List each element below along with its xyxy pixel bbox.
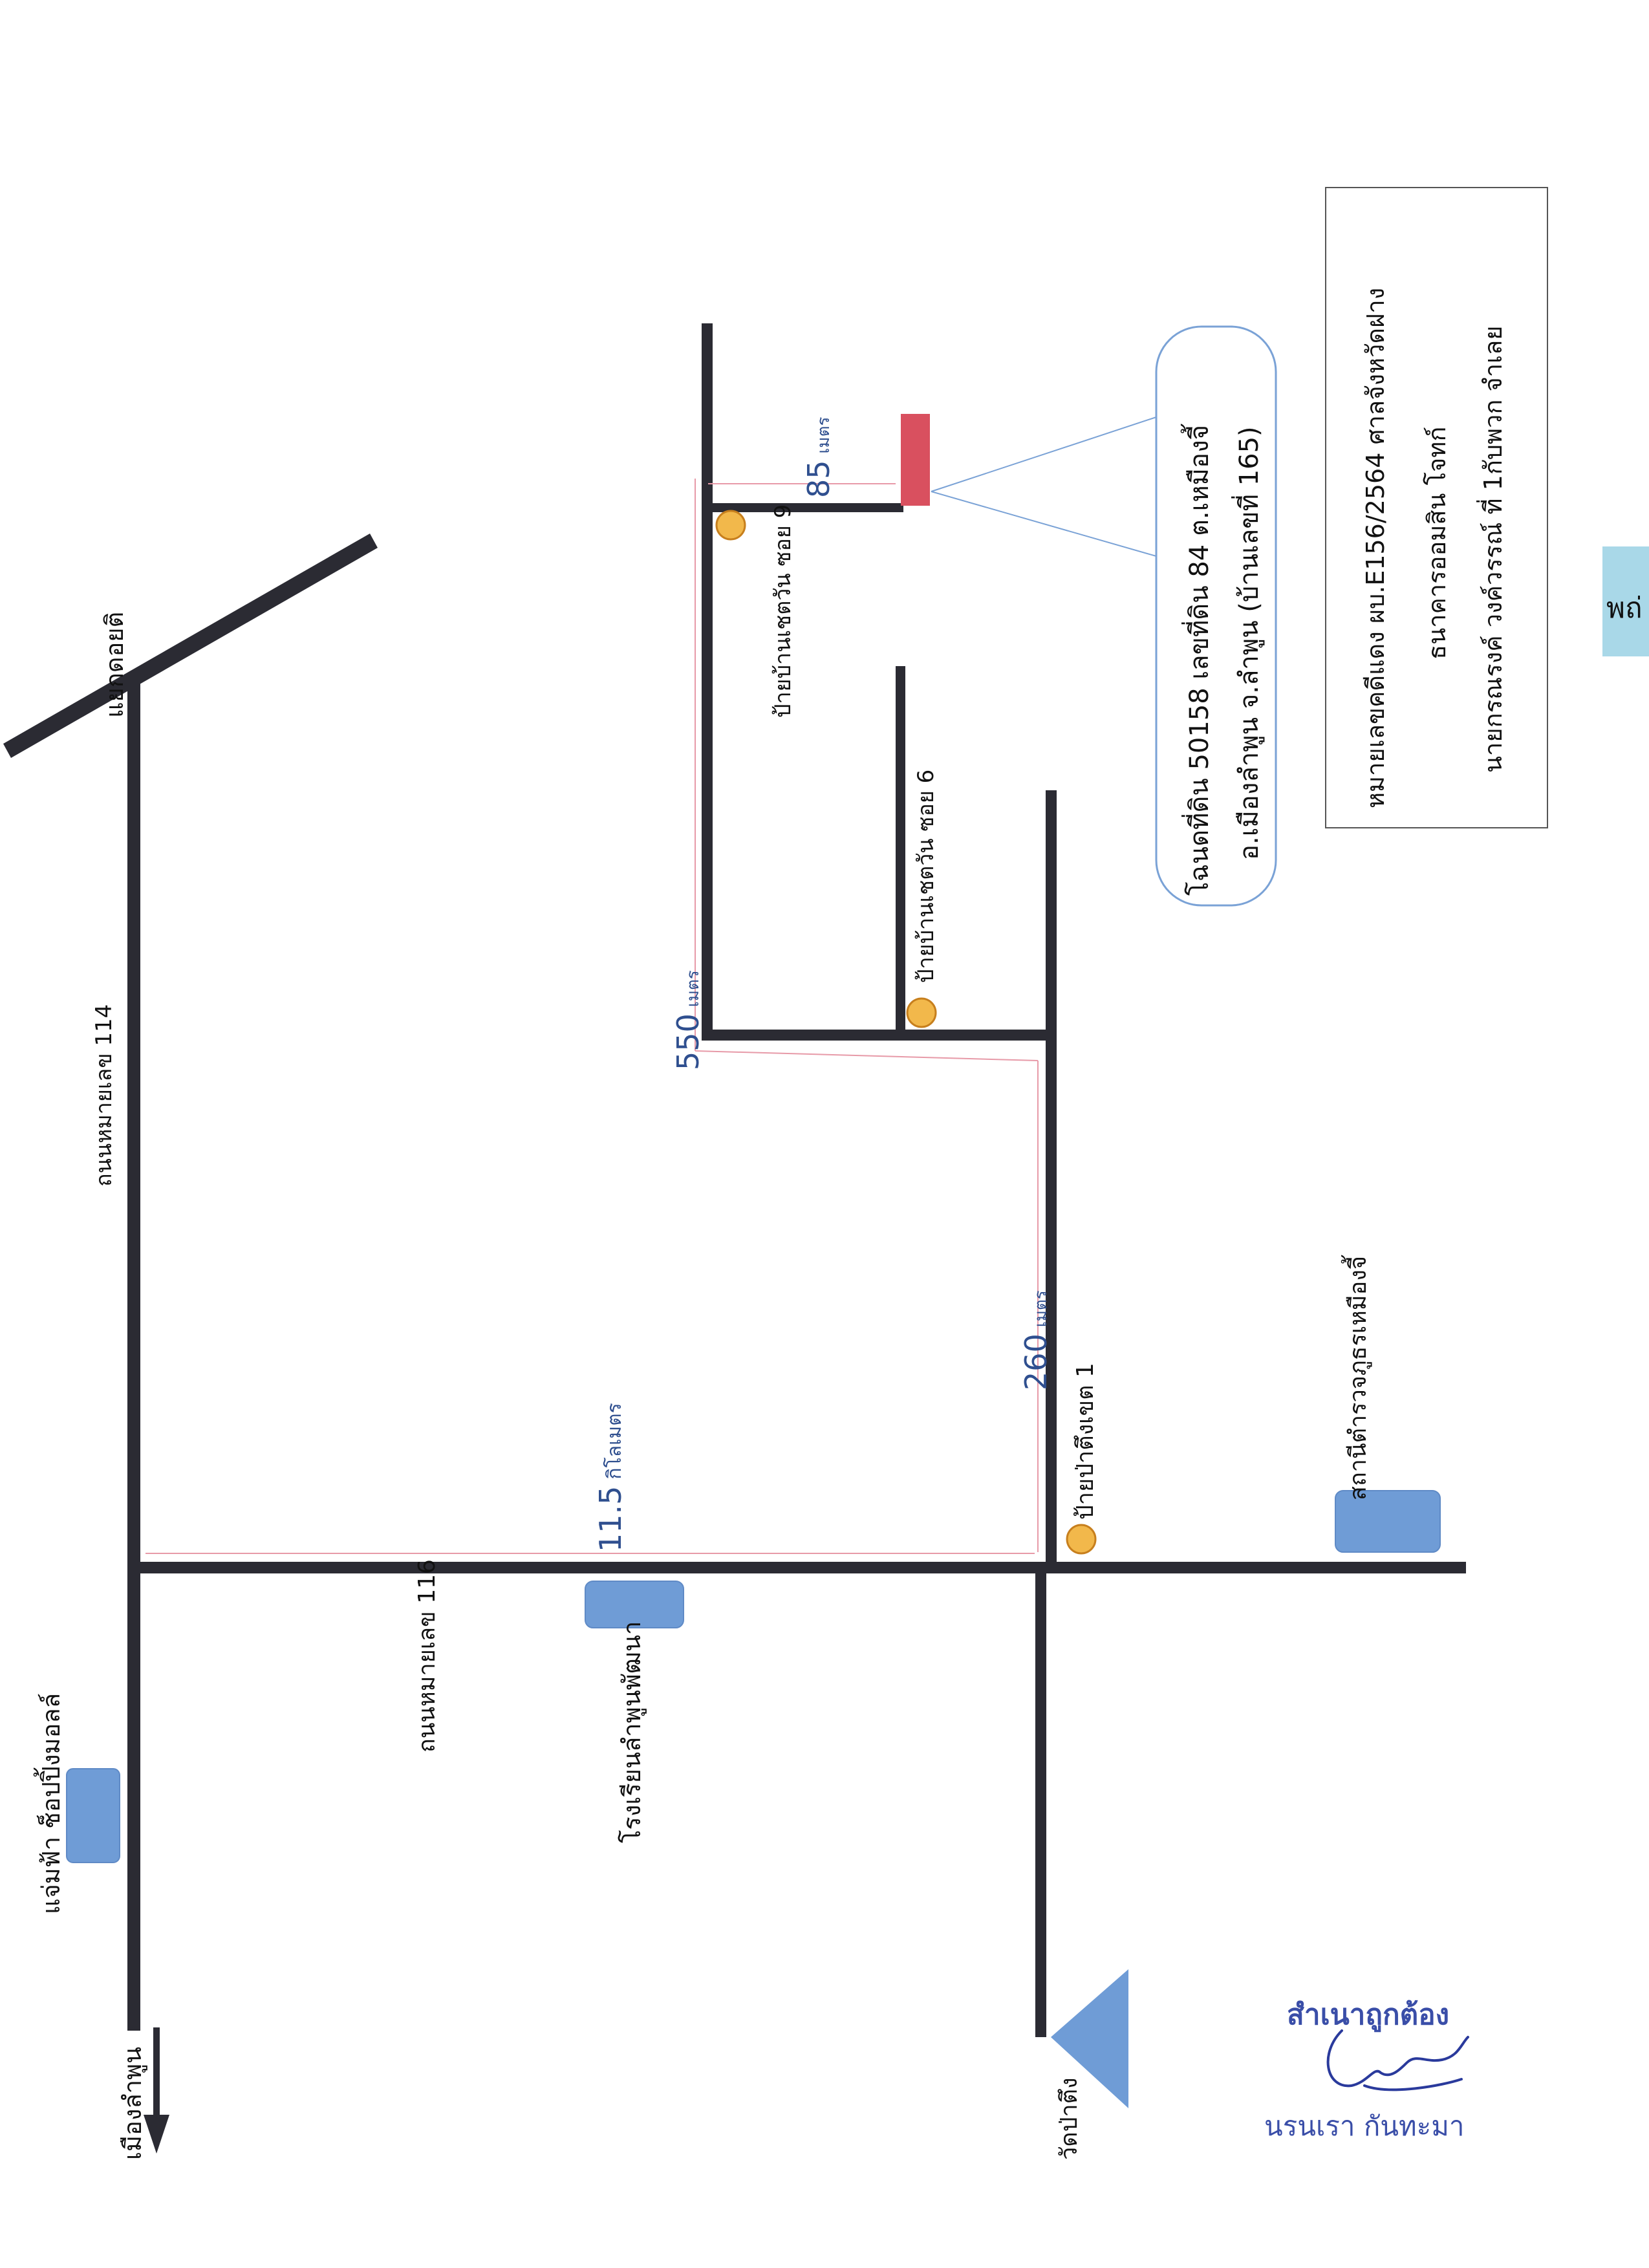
market-marker bbox=[66, 1768, 120, 1863]
callout-pointer-1 bbox=[931, 416, 1157, 492]
junction-label: แยกดอยติ bbox=[100, 612, 129, 718]
market-label: แจ่มฟ้า ช็อปปิ้งมอลล์ bbox=[33, 1693, 65, 1914]
road-to-soi bbox=[1046, 790, 1057, 1568]
road-114-label: ถนนหมายเลข 114 bbox=[91, 1004, 117, 1187]
sign-marker-soi6 bbox=[906, 997, 937, 1028]
callout-bubble bbox=[1155, 325, 1277, 907]
sign-soi6-label: ป้ายบ้านเชตวัน ซอย 6 bbox=[913, 770, 939, 983]
distance-85m: 85 เมตร bbox=[801, 417, 836, 498]
sign-patung-label: ป้ายป่าตึงเขต 1 bbox=[1072, 1363, 1099, 1520]
arrow-stem bbox=[153, 2027, 160, 2118]
svg-text:260เมตร: 260 เมตร bbox=[1018, 1290, 1053, 1390]
road-116 bbox=[134, 1562, 1466, 1573]
school-label: โรงเรียนลำพูนพัฒนา bbox=[618, 1621, 647, 1843]
case-info-line-2: ธนาคารออมสิน โจทก์ bbox=[1423, 427, 1451, 660]
edge-tab-label: พถ่ bbox=[1606, 592, 1643, 625]
distance-value: 260 bbox=[1018, 1334, 1053, 1390]
temple-label: วัดป่าตึง bbox=[1056, 2077, 1083, 2160]
distance-550m: 550 เมตร bbox=[671, 970, 706, 1070]
soi-connector bbox=[702, 1030, 1051, 1041]
sign-soi9-label: ป้ายบ้านเชตวัน ซอย 9 bbox=[770, 504, 796, 718]
distance-value: 11.5 bbox=[593, 1486, 628, 1552]
case-info-line-1: หมายเลขคดีแดง ผบ.E156/2564 ศาลจังหวัดฝาง bbox=[1361, 288, 1390, 808]
sign-marker-soi9 bbox=[715, 510, 746, 541]
spur-to-plot bbox=[706, 503, 903, 512]
road-116-label: ถนนหมายเลข 116 bbox=[414, 1559, 440, 1753]
distance-unit: เมตร bbox=[814, 417, 834, 454]
road-114 bbox=[127, 679, 140, 2031]
sign-marker-patung bbox=[1066, 1524, 1097, 1555]
distance-unit: กิโลเมตร bbox=[603, 1403, 626, 1479]
school-marker bbox=[585, 1581, 684, 1628]
svg-text:85เมตร: 85 เมตร bbox=[801, 417, 836, 498]
road-114-text: ถนนหมายเลข 114 bbox=[91, 1004, 117, 1187]
distance-value: 85 bbox=[801, 460, 836, 498]
target-plot-marker bbox=[901, 414, 930, 506]
soi-9 bbox=[702, 323, 713, 1035]
temple-marker bbox=[1051, 1969, 1128, 2108]
edge-tab bbox=[1602, 546, 1649, 656]
distance-value: 550 bbox=[671, 1013, 706, 1070]
callout-line-1: โฉนดที่ดิน 50158 เลขที่ดิน 84 ต.เหมืองจี… bbox=[1180, 423, 1214, 896]
case-info-line-3: นายกรณรงค์ วงค์วรรณ์ ที่ 1กับพวก จำเลย bbox=[1476, 325, 1507, 773]
signatory-name: นรนเรา กันทะมา bbox=[1264, 2110, 1464, 2142]
distance-11-5km: 11.5 กิโลเมตร bbox=[593, 1403, 628, 1552]
svg-text:11.5กิโลเมตร: 11.5 กิโลเมตร bbox=[593, 1403, 628, 1552]
case-info-box bbox=[1325, 187, 1548, 828]
police-label: สถานีตำรวจภูธรเหมืองจี้ bbox=[1341, 1255, 1372, 1500]
callout-line-2: อ.เมืองลำพูน จ.ลำพูน (บ้านเลขที่ 165) bbox=[1231, 426, 1264, 860]
distance-260m: 260 เมตร bbox=[1018, 1290, 1053, 1390]
dim-line-550-b bbox=[695, 1050, 1039, 1061]
soi-6 bbox=[896, 666, 905, 1035]
diagonal-road bbox=[3, 534, 378, 758]
signature bbox=[1326, 2029, 1469, 2091]
certified-copy-stamp: สำเนาถูกต้อง bbox=[1287, 1998, 1449, 2032]
svg-text:550เมตร: 550 เมตร bbox=[671, 970, 706, 1070]
distance-unit: เมตร bbox=[1031, 1290, 1051, 1327]
lamphun-label: เมืองลำพูน bbox=[118, 2047, 147, 2160]
police-marker bbox=[1335, 1490, 1441, 1553]
callout-pointer-2 bbox=[931, 491, 1157, 557]
arrow-down-icon bbox=[144, 2115, 169, 2154]
distance-unit: เมตร bbox=[684, 970, 703, 1007]
patung-road bbox=[1035, 1568, 1046, 2037]
